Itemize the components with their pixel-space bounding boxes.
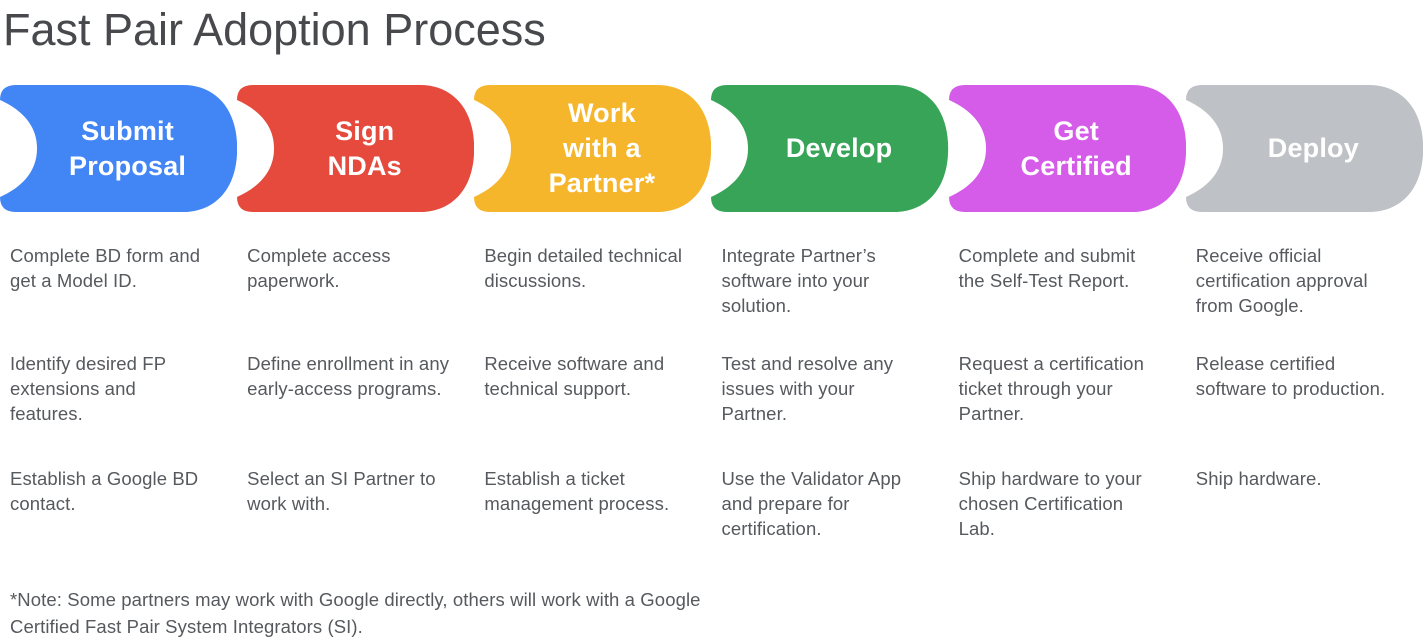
step-description: Integrate Partner’s software into your s…	[721, 245, 876, 316]
step-label: Submit Proposal	[69, 115, 187, 181]
step-description: Test and resolve any issues with your Pa…	[721, 353, 894, 424]
step-description: Complete and submit the Self-Test Report…	[958, 245, 1136, 291]
step-description: Establish a Google BD contact.	[10, 468, 199, 514]
step-chevron-path	[1185, 85, 1423, 212]
step-description: Request a certification ticket through y…	[958, 353, 1144, 424]
step-chevron-path	[0, 85, 238, 212]
step-label: Get Certified	[1020, 115, 1132, 181]
step-label: Deploy	[1267, 133, 1359, 163]
step-description: Complete access paperwork.	[247, 245, 391, 291]
step-description: Ship hardware to your chosen Certificati…	[958, 468, 1142, 539]
step-description: Ship hardware.	[1195, 468, 1322, 489]
step-chevron-shape-icon	[0, 85, 238, 212]
step-description: Complete BD form and get a Model ID.	[10, 245, 201, 291]
step-description-column: Complete BD form and get a Model ID. Ide…	[0, 243, 237, 541]
step-description-column: Receive official certification approval …	[1186, 243, 1423, 541]
process-step-3: Work with a Partner*	[474, 85, 712, 212]
process-step-5: Get Certified	[948, 85, 1186, 212]
step-description-column: Complete access paperwork. Define enroll…	[237, 243, 474, 541]
step-description-column: Complete and submit the Self-Test Report…	[949, 243, 1186, 541]
step-label: Develop	[785, 133, 893, 163]
step-description-column: Integrate Partner’s software into your s…	[711, 243, 948, 541]
step-description: Establish a ticket management process.	[484, 468, 670, 514]
step-description: Define enrollment in any early-access pr…	[247, 353, 450, 399]
step-chevron-shape-icon	[711, 85, 949, 212]
step-description: Select an SI Partner to work with.	[247, 468, 436, 514]
step-chevron-path	[711, 85, 949, 212]
step-chevron-path	[237, 85, 475, 212]
step-description: Identify desired FP extensions and featu…	[10, 353, 166, 424]
step-label: Sign NDAs	[327, 115, 402, 181]
step-description: Receive official certification approval …	[1195, 245, 1368, 316]
step-description: Use the Validator App and prepare for ce…	[721, 468, 902, 539]
step-description: Release certified software to production…	[1195, 353, 1386, 399]
step-description: Receive software and technical support.	[484, 353, 665, 399]
process-step-4: Develop	[711, 85, 949, 212]
step-chevron-shape-icon	[474, 85, 712, 212]
process-steps-row: Submit Proposal Sign NDAs Work with a Pa…	[0, 85, 1423, 212]
step-label: Work with a Partner*	[548, 98, 656, 198]
process-step-2: Sign NDAs	[237, 85, 475, 212]
step-chevron-shape-icon	[1185, 85, 1423, 212]
step-descriptions-row: Complete BD form and get a Model ID. Ide…	[0, 243, 1423, 541]
step-chevron-path	[474, 85, 712, 212]
step-chevron-shape-icon	[948, 85, 1186, 212]
process-step-1: Submit Proposal	[0, 85, 238, 212]
process-step-6: Deploy	[1185, 85, 1423, 212]
step-chevron-shape-icon	[237, 85, 475, 212]
step-chevron-path	[948, 85, 1186, 212]
step-description-column: Begin detailed technical discussions. Re…	[474, 243, 711, 541]
step-description: Begin detailed technical discussions.	[484, 245, 683, 291]
page-title: Fast Pair Adoption Process	[3, 4, 546, 55]
